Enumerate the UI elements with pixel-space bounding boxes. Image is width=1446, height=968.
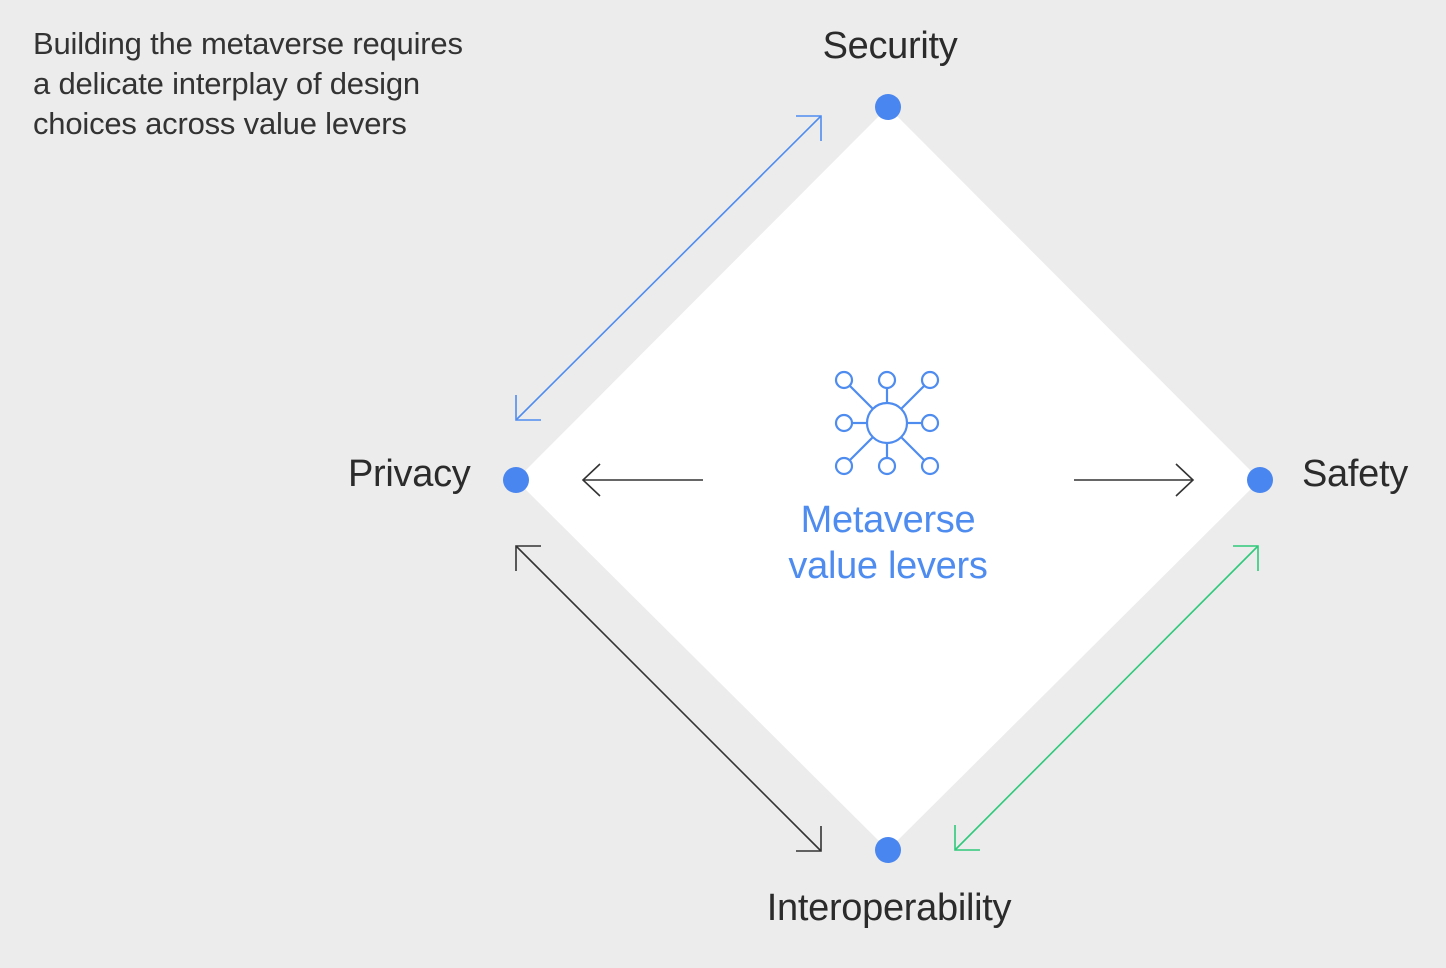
intro-line-3: choices across value levers: [33, 106, 407, 141]
intro-line-2: a delicate interplay of design: [33, 66, 420, 101]
value-levers-diamond: [516, 107, 1260, 850]
privacy-node-dot: [503, 467, 529, 493]
privacy-label: Privacy: [348, 453, 471, 495]
intro-line-1: Building the metaverse requires: [33, 26, 463, 61]
center-title-line-1: Metaverse: [800, 499, 976, 541]
interoperability-node-dot: [875, 837, 901, 863]
intro-text: Building the metaverse requires a delica…: [33, 24, 513, 144]
network-hub-icon: [834, 370, 940, 476]
center-title-line-2: value levers: [788, 545, 988, 587]
center-title: Metaverse value levers: [688, 497, 1088, 589]
arrow-center-to-privacy: [581, 463, 703, 497]
safety-label: Safety: [1302, 453, 1408, 495]
safety-node-dot: [1247, 467, 1273, 493]
security-label: Security: [822, 25, 958, 67]
arrow-privacy-interoperability: [515, 545, 822, 852]
arrow-interoperability-safety: [954, 545, 1259, 851]
arrow-center-to-safety: [1074, 463, 1195, 497]
interoperability-label: Interoperability: [766, 887, 1012, 929]
security-node-dot: [875, 94, 901, 120]
arrow-privacy-security: [515, 115, 822, 421]
